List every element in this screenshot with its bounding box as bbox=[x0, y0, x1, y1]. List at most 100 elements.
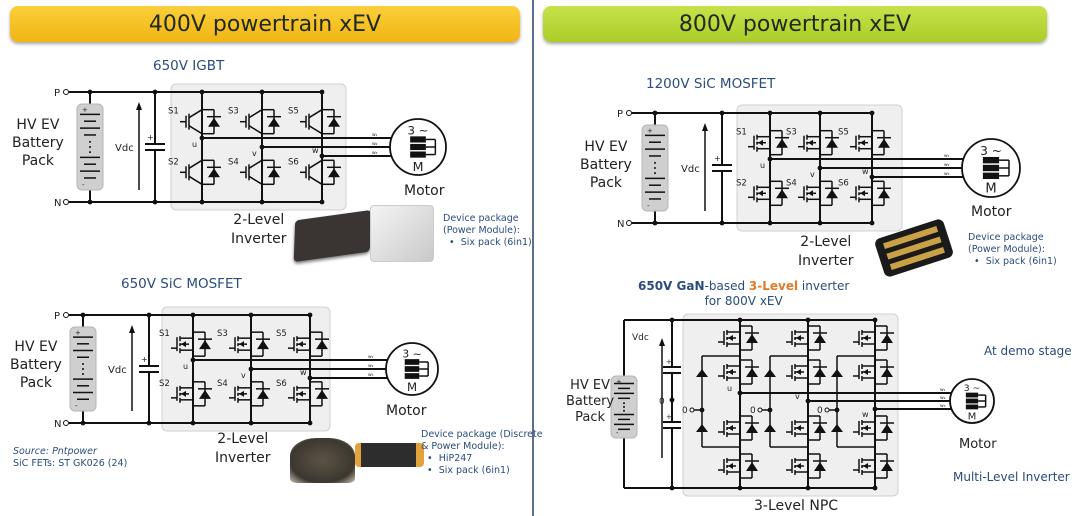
switch-mosfet-icon bbox=[786, 415, 827, 441]
motor-label-igbt: Motor bbox=[404, 183, 445, 199]
switch-mosfet-icon bbox=[853, 415, 894, 441]
title-based: -based bbox=[704, 279, 749, 293]
phase-label: u bbox=[727, 384, 732, 393]
junction-dot bbox=[190, 420, 196, 426]
wire bbox=[188, 125, 203, 135]
winding-label: w₃ bbox=[944, 172, 950, 177]
motor-letter: M bbox=[407, 380, 417, 394]
winding bbox=[965, 404, 979, 410]
junction-dot bbox=[259, 144, 265, 150]
junction-dot bbox=[80, 420, 86, 426]
rail-n-label: N bbox=[54, 419, 61, 430]
arrow bbox=[758, 139, 763, 146]
winding bbox=[410, 151, 426, 158]
rail-n-label: N bbox=[54, 198, 61, 209]
junction-dot bbox=[259, 89, 265, 95]
diode-icon bbox=[776, 189, 788, 199]
dots bbox=[654, 167, 656, 169]
neutral-label: 0 bbox=[659, 397, 665, 407]
battery-icon: +- bbox=[69, 326, 97, 412]
junction-dot bbox=[259, 199, 265, 205]
switch-mosfet-icon bbox=[718, 325, 759, 351]
winding bbox=[404, 373, 420, 379]
vdc-arrow-icon bbox=[136, 102, 142, 110]
winding-label: w₂ bbox=[944, 163, 950, 168]
junction-dot bbox=[805, 398, 811, 404]
switch-mosfet-icon bbox=[229, 331, 270, 357]
diode-icon bbox=[316, 340, 328, 350]
junction-dot bbox=[652, 110, 658, 116]
section-divider bbox=[532, 0, 534, 516]
motor-label-gan: Motor bbox=[959, 437, 997, 452]
winding-label: w₂ bbox=[940, 396, 946, 401]
diode-icon bbox=[328, 117, 340, 127]
junction-dot bbox=[719, 220, 725, 226]
switch-mosfet-icon bbox=[853, 359, 894, 385]
switch-label: S5 bbox=[276, 329, 287, 339]
arrow bbox=[860, 190, 865, 197]
wire bbox=[248, 109, 263, 119]
switch-label: S4 bbox=[228, 157, 239, 167]
switch-mosfet-icon bbox=[786, 359, 827, 385]
diode-icon bbox=[826, 138, 838, 148]
panel-title-sic-400v: 650V SiC MOSFET bbox=[121, 276, 242, 292]
switch-mosfet-icon bbox=[748, 180, 789, 207]
arrow bbox=[239, 390, 244, 397]
junction-dot bbox=[817, 110, 823, 116]
wire bbox=[308, 175, 323, 185]
wire bbox=[188, 159, 203, 169]
device-package-igbt: Device package(Power Module): • Six pack… bbox=[443, 213, 532, 248]
wire bbox=[248, 125, 263, 135]
phase-label: w bbox=[312, 146, 319, 155]
winding bbox=[965, 398, 979, 404]
junction-dot bbox=[80, 312, 86, 318]
winding-label: w₃ bbox=[372, 151, 378, 156]
junction-dot bbox=[767, 156, 773, 162]
switch-mosfet-icon bbox=[798, 180, 839, 207]
junction-dot bbox=[669, 485, 675, 491]
switch-mosfet-icon bbox=[853, 453, 894, 479]
switch-mosfet-icon bbox=[786, 325, 827, 351]
diode-icon bbox=[814, 368, 826, 377]
diode-icon bbox=[881, 334, 893, 343]
diode-icon bbox=[268, 117, 280, 127]
vdc-label: Vdc bbox=[108, 365, 127, 376]
switch-mosfet-icon bbox=[853, 325, 894, 351]
wire bbox=[248, 159, 263, 169]
junction-dot bbox=[319, 89, 325, 95]
junction-dot bbox=[869, 220, 875, 226]
clamp-diode-icon bbox=[696, 424, 708, 432]
terminal-n bbox=[63, 420, 69, 426]
diode-icon bbox=[881, 424, 893, 433]
junction-dot bbox=[737, 317, 743, 323]
junction-dot bbox=[87, 89, 93, 95]
motor-label-sic-400v: Motor bbox=[386, 403, 427, 419]
diode-icon bbox=[199, 340, 211, 350]
switch-mosfet-icon bbox=[798, 129, 839, 156]
dots bbox=[654, 161, 656, 164]
junction-dot bbox=[307, 375, 313, 381]
neutral-terminal bbox=[824, 407, 830, 413]
junction-dot bbox=[652, 220, 658, 226]
vdc-label: Vdc bbox=[115, 143, 134, 154]
diode-icon bbox=[268, 168, 280, 178]
junction-dot bbox=[307, 312, 313, 318]
switch-label: S2 bbox=[159, 379, 170, 389]
wire bbox=[308, 109, 323, 119]
switch-mosfet-icon bbox=[718, 453, 759, 479]
label: + bbox=[75, 329, 81, 337]
clamp-diode-icon bbox=[764, 369, 776, 377]
label: - bbox=[647, 202, 650, 210]
switch-igbt-icon bbox=[300, 108, 341, 135]
motor-label-sic-800v: Motor bbox=[971, 204, 1012, 220]
switch-label: S3 bbox=[786, 128, 797, 138]
panel-title-gan: 650V GaN-based 3-Level inverter for 800V… bbox=[638, 279, 849, 309]
dots bbox=[82, 362, 84, 365]
junction-dot bbox=[152, 89, 158, 95]
junction-dot bbox=[767, 110, 773, 116]
